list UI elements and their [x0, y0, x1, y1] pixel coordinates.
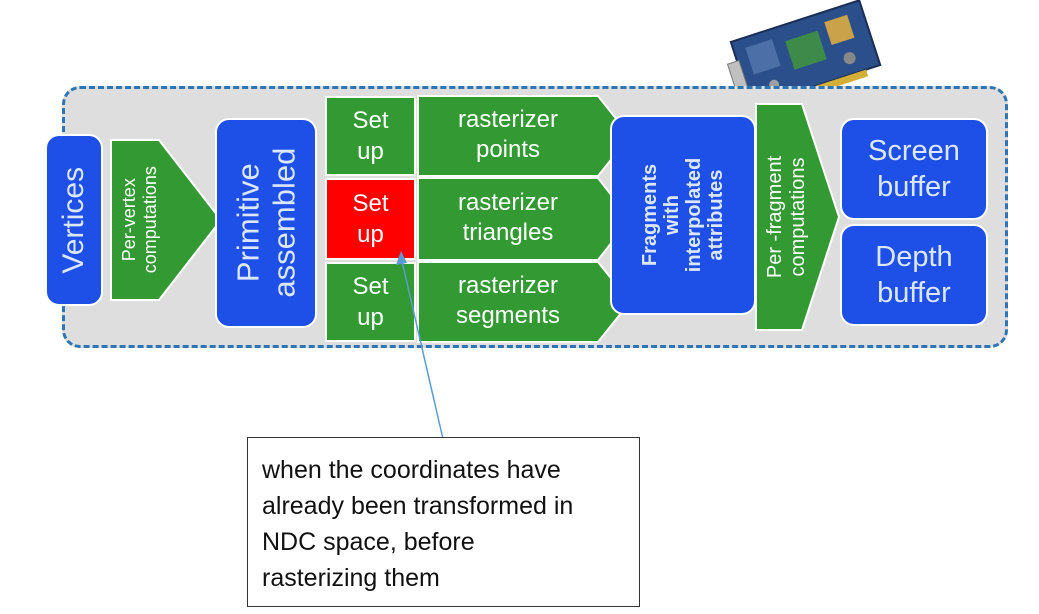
callout-line4: rasterizing them — [262, 564, 440, 592]
setup-segments-line1: Set — [352, 272, 389, 300]
callout-line3: NDC space, before — [262, 528, 475, 556]
setup-points-line2: up — [357, 138, 384, 165]
screen-buffer-line1: Screen — [868, 134, 960, 167]
callout-line2: already been transformed in — [262, 492, 574, 520]
screen-buffer-box: Screen buffer — [840, 118, 988, 220]
fragments-line4: attributes — [704, 169, 727, 261]
callout-note: when the coordinates have already been t… — [247, 437, 640, 607]
per-fragment-arrow — [755, 103, 841, 331]
setup-segments-line2: up — [357, 304, 384, 331]
setup-points-line1: Set — [352, 106, 389, 134]
primitive-line1: Primitive — [230, 163, 266, 283]
rasterizer-points-label: rasterizer points — [418, 105, 598, 165]
primitive-line2: assembled — [266, 148, 302, 298]
per-vertex-line2: computations — [140, 166, 160, 274]
rasterizer-points-line1: rasterizer — [457, 106, 559, 133]
fragments-line3: interpolated — [682, 157, 705, 273]
depth-buffer-line2: buffer — [877, 277, 951, 309]
setup-segments-box: Set up — [325, 262, 416, 342]
rasterizer-triangles-label: rasterizer triangles — [418, 188, 598, 248]
setup-points-box: Set up — [325, 96, 416, 176]
callout-pointer — [396, 251, 444, 440]
depth-buffer-box: Depth buffer — [840, 224, 988, 326]
rasterizer-triangles-line2: triangles — [462, 219, 554, 246]
setup-triangles-line1: Set — [352, 189, 389, 217]
per-fragment-label: Per -fragment computations — [756, 104, 818, 330]
screen-buffer-line2: buffer — [877, 171, 951, 203]
rasterizer-triangles-line1: rasterizer — [457, 189, 559, 216]
rasterizer-points-line2: points — [475, 136, 541, 163]
vertices-box: Vertices — [45, 134, 103, 306]
primitive-assembled-box: Primitive assembled — [215, 118, 317, 328]
per-fragment-line1: Per -fragment — [764, 155, 787, 279]
vertices-label: Vertices — [56, 166, 90, 274]
per-vertex-line1: Per-vertex — [119, 178, 140, 262]
rasterizer-segments-line1: rasterizer — [457, 272, 559, 299]
setup-triangles-line2: up — [357, 221, 384, 248]
per-vertex-arrow — [110, 139, 223, 301]
rasterizer-segments-label: rasterizer segments — [418, 271, 598, 331]
fragments-line1: Fragments — [638, 163, 661, 267]
fragments-line2: with — [660, 195, 683, 236]
rasterizer-segments-line2: segments — [455, 302, 561, 329]
depth-buffer-line1: Depth — [875, 240, 953, 273]
fragments-box: Fragments with interpolated attributes — [610, 115, 756, 315]
per-fragment-line2: computations — [787, 157, 810, 277]
setup-triangles-box: Set up — [325, 178, 416, 260]
per-vertex-label: Per-vertex computations — [110, 140, 170, 300]
callout-line1: when the coordinates have — [262, 456, 561, 484]
